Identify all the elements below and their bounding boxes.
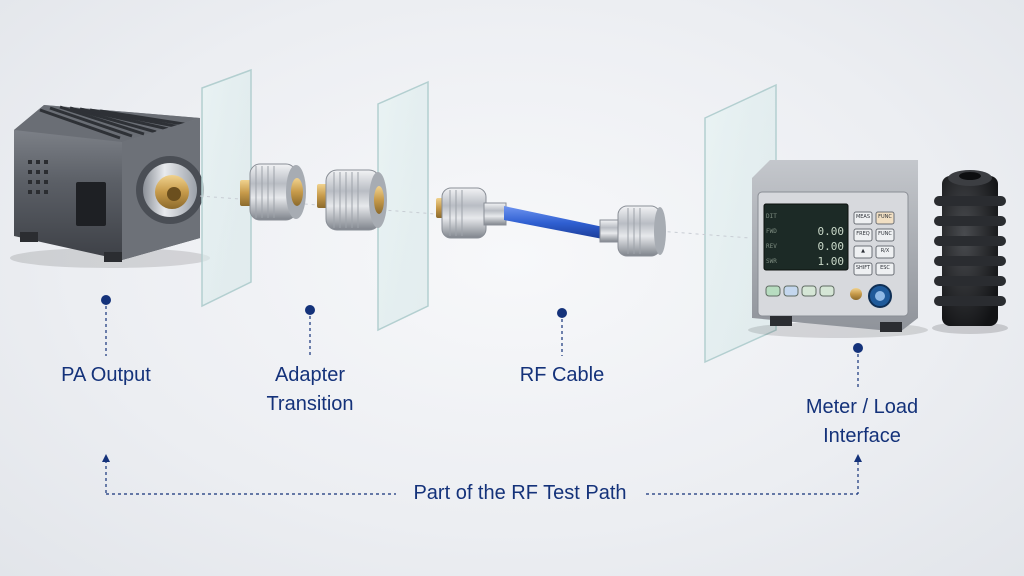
label-rf-cable: RF Cable bbox=[500, 361, 624, 390]
meter-button-label: FUNC bbox=[878, 214, 892, 220]
label-adapter-line1: Adapter bbox=[274, 364, 346, 386]
glass-panel-1 bbox=[201, 68, 252, 308]
display-tag: REV bbox=[766, 243, 777, 250]
display-value: 0.00 bbox=[817, 240, 845, 253]
dot-marker-icon bbox=[557, 308, 567, 318]
adapter-connector-2 bbox=[317, 169, 387, 231]
label-adapter-transition: Adapter Transition bbox=[248, 361, 372, 419]
display-tag: SWR bbox=[766, 258, 777, 265]
display-value: 1.00 bbox=[817, 255, 845, 268]
label-rf-cable-text: RF Cable bbox=[519, 364, 605, 386]
arrow-up-icon bbox=[102, 454, 110, 462]
callout-markers bbox=[101, 295, 863, 390]
rf-load-termination bbox=[932, 170, 1008, 334]
meter-button-label: ESC bbox=[880, 265, 890, 271]
label-meter-line2: Interface bbox=[823, 425, 901, 447]
label-adapter-line2: Transition bbox=[266, 393, 354, 415]
pa-amplifier bbox=[10, 105, 210, 268]
dot-marker-icon bbox=[101, 295, 111, 305]
test-path-caption: Part of the RF Test Path bbox=[413, 482, 627, 504]
adapter-connector-1 bbox=[240, 163, 306, 221]
meter-button-label: SHIFT bbox=[855, 265, 871, 271]
display-value: 0.00 bbox=[817, 225, 845, 238]
power-meter bbox=[748, 160, 928, 338]
label-meter-load: Meter / Load Interface bbox=[784, 393, 940, 451]
meter-display: DIT FWD 0.00 REV 0.00 SWR 1.00 bbox=[766, 209, 845, 268]
label-pa-output: PA Output bbox=[40, 361, 172, 390]
glass-panel-2 bbox=[377, 80, 429, 332]
display-tag: DIT bbox=[766, 213, 777, 220]
test-path-bracket bbox=[102, 454, 862, 495]
meter-keypad bbox=[853, 211, 895, 276]
label-pa-output-text: PA Output bbox=[61, 364, 151, 386]
meter-button-label: R/X bbox=[880, 248, 890, 254]
meter-button-label: ▲ bbox=[861, 248, 865, 254]
label-meter-line1: Meter / Load bbox=[805, 396, 919, 418]
dot-marker-icon bbox=[305, 305, 315, 315]
rf-cable-assembly bbox=[436, 187, 666, 257]
meter-button-label: FREQ bbox=[856, 231, 870, 237]
meter-button-label: MEAS bbox=[855, 214, 871, 220]
dot-marker-icon bbox=[853, 343, 863, 353]
display-tag: FWD bbox=[766, 228, 777, 235]
meter-button-label: FUNC bbox=[878, 231, 892, 237]
arrow-up-icon bbox=[854, 454, 862, 462]
